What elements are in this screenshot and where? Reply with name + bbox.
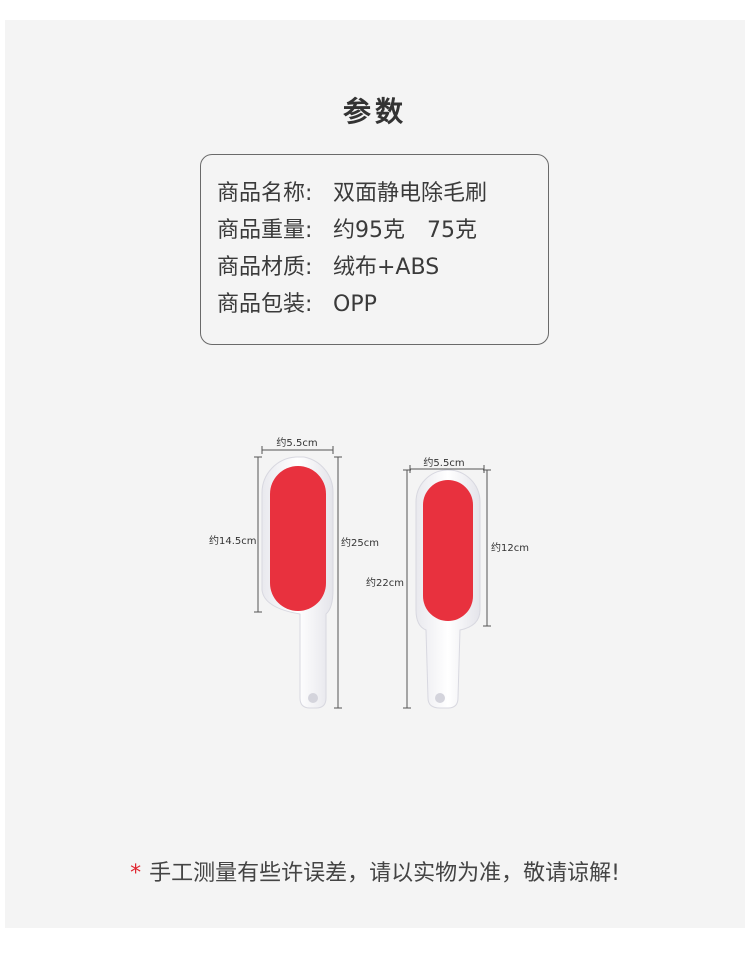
large-head-label: 约14.5cm bbox=[209, 534, 257, 547]
small-brush-hang-hole bbox=[435, 693, 445, 703]
spec-value: OPP bbox=[333, 292, 377, 317]
small-brush-red-pad bbox=[423, 480, 473, 621]
measurement-note: * 手工测量有些许误差，请以实物为准，敬请谅解! bbox=[0, 855, 750, 887]
spec-value: 绒布+ABS bbox=[333, 255, 440, 280]
spec-row-package: 商品包装: OPP bbox=[217, 286, 377, 318]
small-length-label: 约22cm bbox=[366, 576, 404, 589]
spec-row-weight: 商品重量: 约95克 75克 bbox=[217, 212, 477, 244]
spec-label: 商品重量: bbox=[217, 218, 313, 243]
spec-value: 双面静电除毛刷 bbox=[333, 181, 488, 206]
note-star: * bbox=[130, 861, 142, 886]
spec-label: 商品包装: bbox=[217, 292, 313, 317]
small-brush bbox=[415, 469, 481, 709]
spec-label: 商品名称: bbox=[217, 181, 313, 206]
spec-value: 约95克 75克 bbox=[333, 218, 477, 243]
large-length-label: 约25cm bbox=[341, 536, 379, 549]
page-title: 参数 bbox=[342, 95, 407, 128]
large-brush-red-pad bbox=[270, 466, 326, 611]
large-width-label: 约5.5cm bbox=[276, 436, 317, 449]
note-text: 手工测量有些许误差，请以实物为准，敬请谅解! bbox=[149, 861, 620, 886]
spec-row-name: 商品名称: 双面静电除毛刷 bbox=[217, 175, 487, 207]
dimension-lines bbox=[254, 446, 491, 709]
large-brush-hang-hole bbox=[308, 693, 318, 703]
large-brush bbox=[261, 456, 334, 709]
spec-box: 商品名称: 双面静电除毛刷 商品重量: 约95克 75克 商品材质: 绒布+ABS 商… bbox=[200, 154, 549, 345]
content-panel bbox=[5, 20, 745, 928]
small-width-label: 约5.5cm bbox=[423, 456, 464, 469]
small-head-label: 约12cm bbox=[491, 541, 529, 554]
spec-row-material: 商品材质: 绒布+ABS bbox=[217, 249, 439, 281]
spec-label: 商品材质: bbox=[217, 255, 313, 280]
